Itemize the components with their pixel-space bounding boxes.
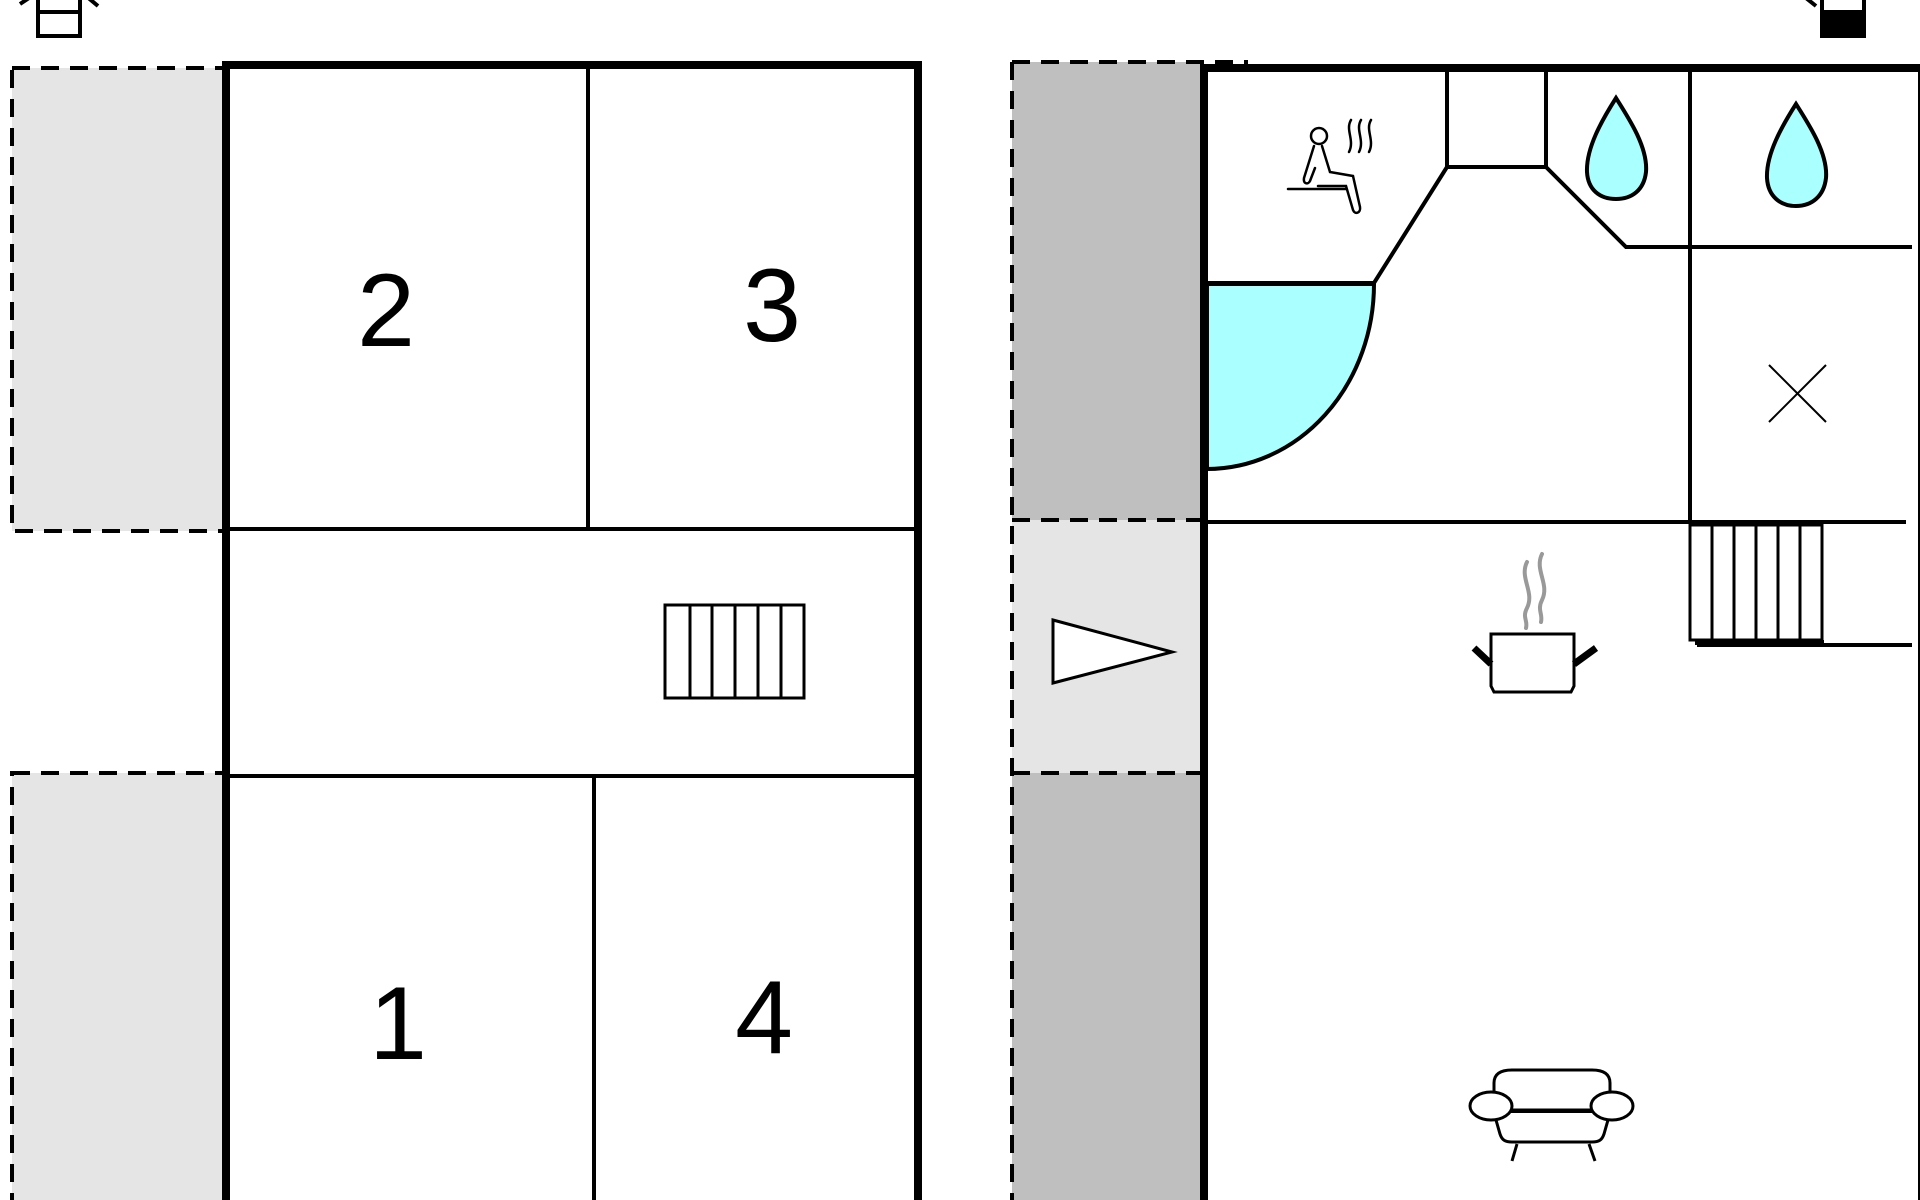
terrace-dark-bottom [1012,773,1200,1200]
upper-interior-walls [226,65,918,1200]
sofa-icon [1468,1068,1635,1162]
window-icon [18,0,100,38]
stairs-icon [1688,523,1824,642]
upper-outer-wall [222,61,922,1200]
room-number-2: 2 [357,253,415,369]
upper-floor: 2 3 1 4 [10,0,922,1200]
balcony-top [10,66,228,533]
kitchen-pot-icon [1471,552,1599,694]
toilet-icon [1768,364,1827,423]
whirlpool-icon [1205,282,1377,472]
room-number-3: 3 [743,248,801,364]
stairs-icon [663,603,806,700]
window-icon [1805,0,1866,38]
entrance-arrow-icon [1051,618,1178,685]
room-number-4: 4 [735,960,793,1076]
shower-icon [1764,100,1829,209]
shower-icon [1584,94,1649,202]
ground-floor [1010,0,1920,1200]
balcony-bottom [10,771,228,1200]
terrace-dark-top [1012,62,1200,520]
terrace-outline [1010,60,1248,1200]
sauna-icon [1286,118,1373,215]
room-number-1: 1 [369,966,427,1082]
